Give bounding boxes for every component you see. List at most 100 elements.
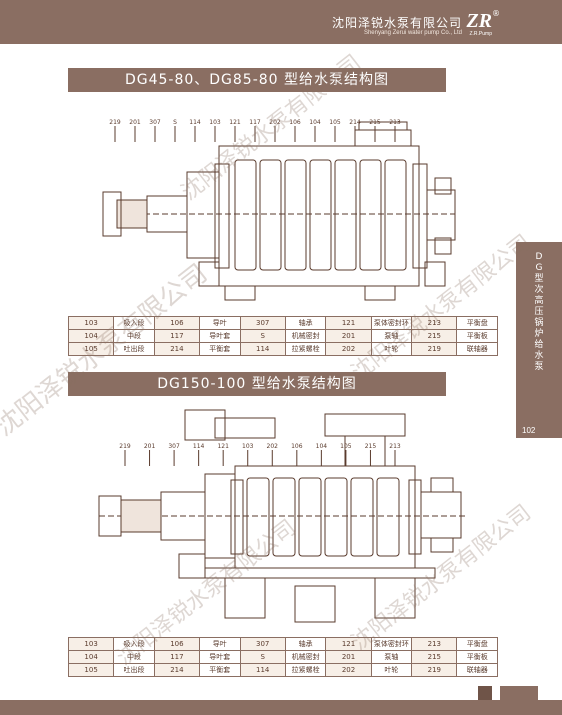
callout-label: 104 — [316, 443, 328, 450]
part-number-cell: 307 — [239, 637, 286, 651]
part-name-cell: 联轴器 — [456, 342, 498, 356]
part-number-cell: 307 — [239, 316, 286, 330]
part-name-cell: 平衡套 — [199, 663, 241, 677]
part-number-cell: 214 — [153, 663, 201, 677]
part-name-cell: 吸入段 — [113, 637, 155, 651]
part-number-cell: 103 — [67, 316, 115, 330]
registered-mark: ® — [492, 9, 500, 18]
part-name-cell: 拉紧螺栓 — [284, 663, 327, 677]
part-name-cell: 平衡板 — [456, 650, 498, 664]
part-number-cell: 105 — [67, 663, 115, 677]
part-number-cell: 215 — [411, 650, 458, 664]
part-name-cell: 联轴器 — [456, 663, 498, 677]
part-name-cell: 轴承 — [284, 637, 327, 651]
side-category-text: DG型次高压锅炉给水泵 — [534, 252, 544, 372]
impeller-stage — [359, 159, 382, 271]
part-name-cell: 机械密封 — [284, 650, 327, 664]
part-number-cell: 117 — [153, 650, 201, 664]
impeller-stage — [234, 159, 257, 271]
callout-label: 105 — [329, 119, 341, 126]
part-name-cell: 吐出段 — [113, 342, 155, 356]
callout-label: 213 — [389, 443, 401, 450]
part-number-cell: 215 — [411, 329, 458, 343]
impeller-stages-2 — [246, 477, 400, 557]
logo: ZR — [466, 10, 492, 32]
callout-label: 307 — [149, 119, 161, 126]
callout-label: 201 — [144, 443, 156, 450]
part-number-cell: 117 — [153, 329, 201, 343]
impeller-stage — [309, 159, 332, 271]
part-name-cell: 拉紧螺栓 — [284, 342, 327, 356]
part-number-cell: 202 — [325, 342, 372, 356]
part-name-cell: 中段 — [113, 329, 155, 343]
impeller-stage — [298, 477, 322, 557]
part-name-cell: 导叶 — [199, 316, 241, 330]
part-name-cell: 泵轴 — [370, 650, 413, 664]
company-name-en: Shenyang Zerui water pump Co., Ltd — [363, 30, 462, 36]
part-number-cell: 104 — [67, 650, 115, 664]
header-bar — [0, 0, 562, 44]
company-name-cn: 沈阳泽锐水泵有限公司 — [331, 16, 462, 30]
section1-title: DG45-80、DG85-80 型给水泵结构图 — [68, 68, 446, 92]
part-name-cell: 平衡盘 — [456, 637, 498, 651]
logo-subtitle: Z.R.Pump — [469, 31, 492, 37]
callout-label: 106 — [291, 443, 303, 450]
part-name-cell: 导叶套 — [199, 329, 241, 343]
part-name-cell: 吐出段 — [113, 663, 155, 677]
footer-bar — [0, 700, 562, 715]
part-number-cell: S — [239, 650, 286, 664]
part-name-cell: 轴承 — [284, 316, 327, 330]
callout-label: 104 — [309, 119, 321, 126]
impeller-stage — [259, 159, 282, 271]
part-name-cell: 中段 — [113, 650, 155, 664]
callout-label: 202 — [269, 119, 281, 126]
callout-label: 215 — [365, 443, 377, 450]
part-name-cell: 叶轮 — [370, 342, 413, 356]
part-number-cell: 121 — [325, 637, 372, 651]
impeller-stage — [272, 477, 296, 557]
callout-label: 114 — [189, 119, 201, 126]
callout-label: S — [173, 119, 177, 126]
part-number-cell: S — [239, 329, 286, 343]
callout-label: 117 — [249, 119, 261, 126]
callout-label: 202 — [267, 443, 279, 450]
callout-label: 105 — [340, 443, 352, 450]
part-number-cell: 201 — [325, 650, 372, 664]
part-name-cell: 导叶 — [199, 637, 241, 651]
callout-label: 214 — [349, 119, 361, 126]
part-number-cell: 121 — [325, 316, 372, 330]
callout-label: 219 — [119, 443, 131, 450]
callout-label: 307 — [168, 443, 180, 450]
callout-label: 201 — [129, 119, 141, 126]
impeller-stage — [384, 159, 407, 271]
part-name-cell: 平衡盘 — [456, 316, 498, 330]
part-name-cell: 机械密封 — [284, 329, 327, 343]
part-number-cell: 105 — [67, 342, 115, 356]
impeller-stage — [284, 159, 307, 271]
callout-label: 106 — [289, 119, 301, 126]
side-category-tab — [516, 242, 562, 438]
part-number-cell: 114 — [239, 342, 286, 356]
part-name-cell: 吸入段 — [113, 316, 155, 330]
callout-label: 121 — [229, 119, 241, 126]
part-name-cell: 泵体密封环 — [370, 316, 413, 330]
part-number-cell: 202 — [325, 663, 372, 677]
part-number-cell: 103 — [67, 637, 115, 651]
page-number: 102 — [522, 426, 536, 435]
callout-label: 219 — [109, 119, 121, 126]
part-number-cell: 104 — [67, 329, 115, 343]
impeller-stage — [334, 159, 357, 271]
part-name-cell: 平衡板 — [456, 329, 498, 343]
footer-block — [478, 686, 492, 700]
callout-label: 103 — [209, 119, 221, 126]
part-number-cell: 213 — [411, 316, 458, 330]
section2-title: DG150-100 型给水泵结构图 — [68, 372, 446, 396]
part-number-cell: 114 — [239, 663, 286, 677]
part-name-cell: 导叶套 — [199, 650, 241, 664]
